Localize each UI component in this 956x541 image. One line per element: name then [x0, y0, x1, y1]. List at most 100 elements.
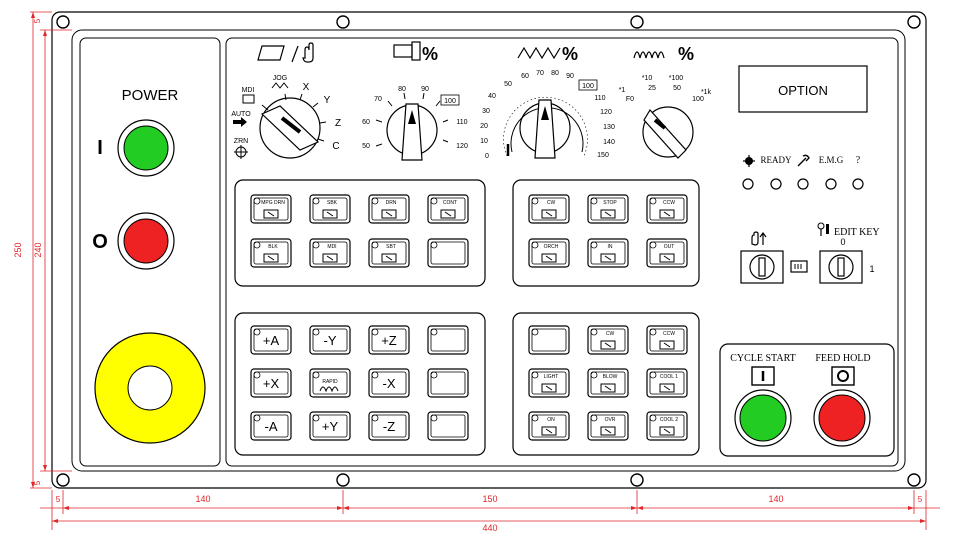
button-led	[590, 371, 598, 379]
mdi-icon	[322, 253, 338, 263]
button-led	[590, 197, 598, 205]
button-label: +X	[263, 376, 280, 391]
jog-button-blank-11[interactable]	[427, 411, 469, 441]
spindle-tick-110: 110	[456, 119, 467, 126]
button-led	[531, 197, 539, 205]
mode-button-blk[interactable]: BLK	[250, 238, 292, 268]
feed-override-dial[interactable]	[510, 99, 584, 159]
mode-button-mdi[interactable]: MDI	[309, 238, 351, 268]
blow-icon	[600, 383, 616, 393]
mode-button-drn[interactable]: DRN	[368, 194, 410, 224]
jog-button-blank-3[interactable]	[427, 325, 469, 355]
button-led	[253, 371, 261, 379]
jog-button-plusy[interactable]: +Y	[309, 411, 351, 441]
power-off-button[interactable]	[117, 212, 175, 270]
block-skip-icon	[263, 253, 279, 263]
aux-button-cw[interactable]: CW	[587, 325, 629, 355]
mode-select-dial[interactable]	[259, 97, 321, 159]
mode-button-mpg-drn[interactable]: MPG DRN	[250, 194, 292, 224]
spindle-stop-icon	[600, 209, 616, 219]
mode-label-y: Y	[324, 95, 331, 106]
rapid-label-100: 100	[692, 96, 704, 103]
jog-button-rapid[interactable]: RAPID	[309, 368, 351, 398]
jog-button-blank-7[interactable]	[427, 368, 469, 398]
jog-button-y[interactable]: -Y	[309, 325, 351, 355]
button-tag: CW	[547, 200, 556, 206]
feed-tick-30: 30	[482, 108, 490, 115]
single-block-icon	[322, 209, 338, 219]
spindle-tick-100: 100	[444, 98, 456, 105]
spindle-button-in[interactable]: IN	[587, 238, 629, 268]
aux-button-blank-0[interactable]	[528, 325, 570, 355]
button-led	[590, 241, 598, 249]
aux-button-ovr[interactable]: OVR	[587, 411, 629, 441]
mode-button-blank-7[interactable]	[427, 238, 469, 268]
mode-label-c: C	[332, 141, 339, 152]
sbt-icon	[381, 253, 397, 263]
mode-key-switch[interactable]	[740, 250, 784, 284]
feed-boxed-frame	[578, 79, 598, 91]
button-tag: CCW	[663, 331, 675, 337]
rapid-label-50: 50	[673, 85, 681, 92]
aux-button-on[interactable]: ON	[528, 411, 570, 441]
button-led	[312, 328, 320, 336]
button-led	[649, 371, 657, 379]
button-led	[312, 197, 320, 205]
power-on-button[interactable]	[117, 119, 175, 177]
alarm-icon	[743, 155, 755, 167]
emergency-stop-button[interactable]	[94, 332, 206, 444]
spindle-button-stop[interactable]: STOP	[587, 194, 629, 224]
aux-button-blow[interactable]: BLOW	[587, 368, 629, 398]
feed-override-icon	[517, 46, 561, 60]
aux-button-ccw[interactable]: CCW	[646, 325, 688, 355]
aux-button-light[interactable]: LIGHT	[528, 368, 570, 398]
mode-button-sbk[interactable]: SBK	[309, 194, 351, 224]
spindle-button-cw[interactable]: CW	[528, 194, 570, 224]
hand-key-icon	[751, 231, 767, 246]
spindle-override-dial[interactable]	[386, 103, 438, 161]
spindle-button-out[interactable]: OUT	[646, 238, 688, 268]
button-led	[590, 328, 598, 336]
dim-seg-2: 150	[482, 494, 497, 504]
power-off-symbol: O	[92, 231, 108, 253]
spindle-tick-70: 70	[374, 96, 382, 103]
button-label: RAPID	[322, 379, 338, 385]
edit-key-pos-0: 0	[840, 237, 845, 247]
button-tag: ORCH	[544, 244, 559, 250]
mode-label-z: Z	[335, 118, 341, 129]
button-led	[649, 328, 657, 336]
aux-button-cool-1[interactable]: COOL 1	[646, 368, 688, 398]
feed-hold-button[interactable]	[813, 389, 871, 447]
feed-tick-90: 90	[566, 73, 574, 80]
jog-button-plusx[interactable]: +X	[250, 368, 292, 398]
spindle-tick-80: 80	[398, 86, 406, 93]
rapid-label-x1: *1	[619, 87, 626, 94]
spindle-tick-60: 60	[362, 119, 370, 126]
edit-key-switch[interactable]	[819, 250, 863, 284]
button-tag: BLK	[268, 244, 278, 250]
aux-button-cool-2[interactable]: COOL 2	[646, 411, 688, 441]
option-box[interactable]	[738, 65, 868, 113]
button-led	[649, 241, 657, 249]
rapid-wave-icon	[319, 386, 339, 393]
indicator-emg: E.M.G	[819, 155, 844, 165]
button-led	[430, 414, 438, 422]
spindle-button-orch[interactable]: ORCH	[528, 238, 570, 268]
jog-button-plusz[interactable]: +Z	[368, 325, 410, 355]
cycle-start-button[interactable]	[734, 389, 792, 447]
button-led	[430, 328, 438, 336]
jog-button-x[interactable]: -X	[368, 368, 410, 398]
jog-button-plusa[interactable]: +A	[250, 325, 292, 355]
feed-tick-20: 20	[480, 123, 488, 130]
edit-key-pos-1: 1	[869, 264, 874, 274]
mode-button-cont[interactable]: CONT	[427, 194, 469, 224]
button-led	[371, 241, 379, 249]
dim-seg-3: 140	[768, 494, 783, 504]
mode-label-auto: AUTO	[231, 111, 251, 118]
jog-button-a[interactable]: -A	[250, 411, 292, 441]
rapid-override-dial[interactable]	[642, 106, 694, 159]
spindle-button-ccw[interactable]: CCW	[646, 194, 688, 224]
spindle-tick-90: 90	[421, 86, 429, 93]
jog-button-z[interactable]: -Z	[368, 411, 410, 441]
mode-button-sbt[interactable]: SBT	[368, 238, 410, 268]
